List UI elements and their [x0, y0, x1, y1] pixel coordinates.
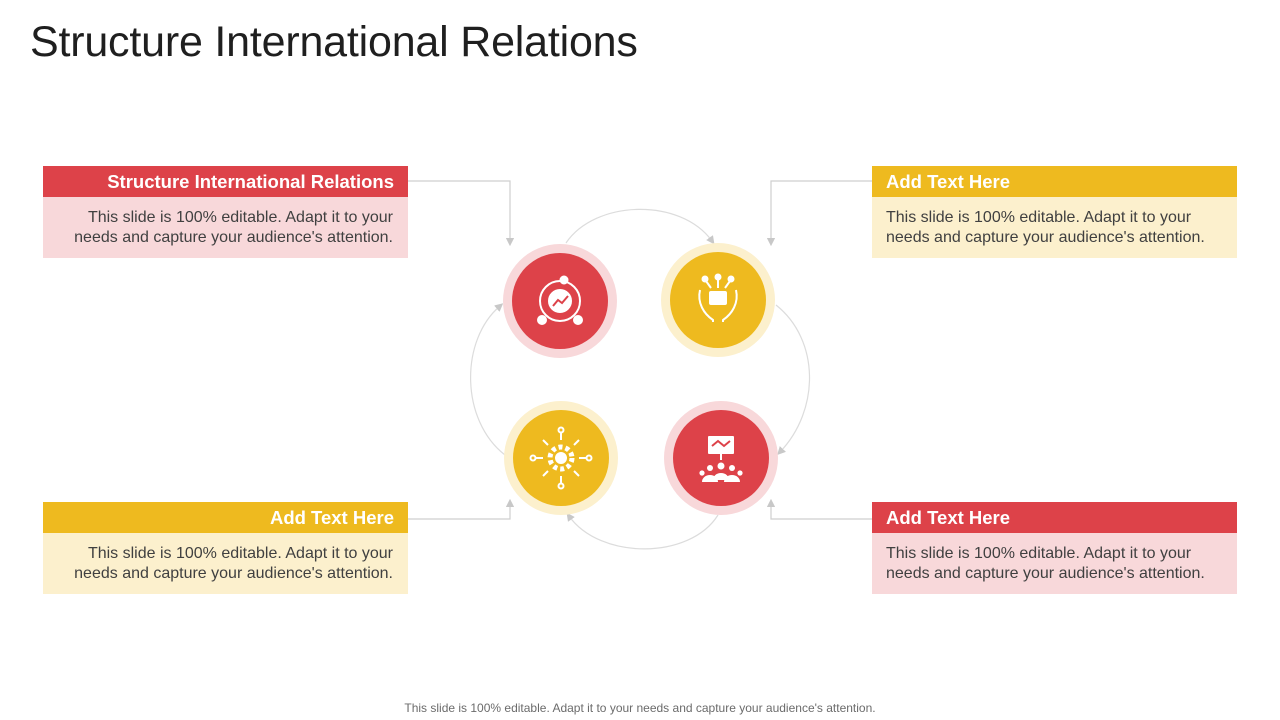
connector-bottom-left: [408, 498, 515, 520]
card-top-right: Add Text Here This slide is 100% editabl…: [872, 166, 1237, 258]
footer-note: This slide is 100% editable. Adapt it to…: [404, 701, 876, 715]
arc-bottom: [566, 512, 719, 550]
connector-top-right: [766, 180, 872, 247]
card-connectors: [408, 180, 872, 520]
card-heading: Structure International Relations: [43, 166, 408, 197]
arc-left: [470, 303, 506, 456]
card-bottom-right: Add Text Here This slide is 100% editabl…: [872, 502, 1237, 594]
card-heading: Add Text Here: [872, 502, 1237, 533]
card-text: This slide is 100% editable. Adapt it to…: [43, 197, 408, 258]
card-text: This slide is 100% editable. Adapt it to…: [872, 197, 1237, 258]
connector-top-left: [408, 180, 515, 247]
circle-top-left: [503, 244, 617, 358]
gear-cycle-growth-icon: [537, 275, 583, 325]
circle-top-right: [661, 243, 775, 357]
cycle-arcs: [470, 208, 811, 550]
card-text: This slide is 100% editable. Adapt it to…: [872, 533, 1237, 594]
gear-network-icon: [529, 426, 593, 490]
connector-bottom-right: [766, 498, 872, 520]
card-heading: Add Text Here: [872, 166, 1237, 197]
card-top-left: Structure International Relations This s…: [43, 166, 408, 258]
card-heading: Add Text Here: [43, 502, 408, 533]
card-bottom-left: Add Text Here This slide is 100% editabl…: [43, 502, 408, 594]
hands-sharing-icon: [698, 273, 738, 322]
handshake-group-icon: [699, 436, 743, 482]
circle-bottom-left: [504, 401, 618, 515]
arc-top: [565, 208, 715, 245]
arc-right: [775, 304, 811, 456]
card-text: This slide is 100% editable. Adapt it to…: [43, 533, 408, 594]
circle-bottom-right: [664, 401, 778, 515]
page-title: Structure International Relations: [30, 18, 638, 66]
